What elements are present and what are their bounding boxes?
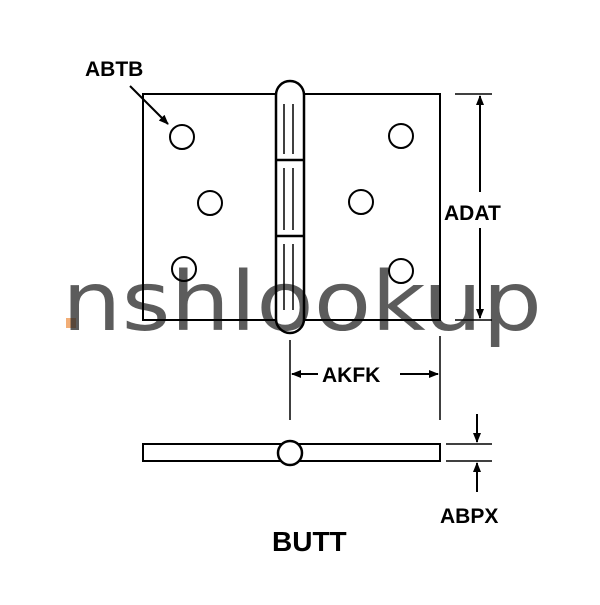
leaf-height-label: ADAT	[444, 202, 501, 225]
watermark-dot	[66, 318, 76, 328]
hole-diameter-label: ABTB	[85, 58, 143, 81]
leaf-width-label: AKFK	[322, 364, 380, 387]
hole-leader-arrow	[129, 85, 169, 125]
screw-hole	[348, 189, 374, 215]
screw-hole	[171, 256, 197, 282]
height-dimension	[455, 93, 492, 321]
screw-hole	[169, 124, 195, 150]
screw-hole	[197, 190, 223, 216]
thickness-dimension	[446, 414, 492, 492]
watermark-text: nshlookup	[62, 255, 542, 350]
side-view	[142, 439, 441, 467]
watermark: nshlookup	[62, 255, 542, 350]
screw-hole	[388, 123, 414, 149]
height-label-bg	[442, 196, 520, 226]
leaf-thickness-label: ABPX	[440, 505, 498, 528]
knuckle-barrel	[274, 79, 306, 335]
diagram-title: BUTT	[272, 526, 347, 557]
width-dimension	[289, 336, 441, 420]
screw-hole	[388, 258, 414, 284]
